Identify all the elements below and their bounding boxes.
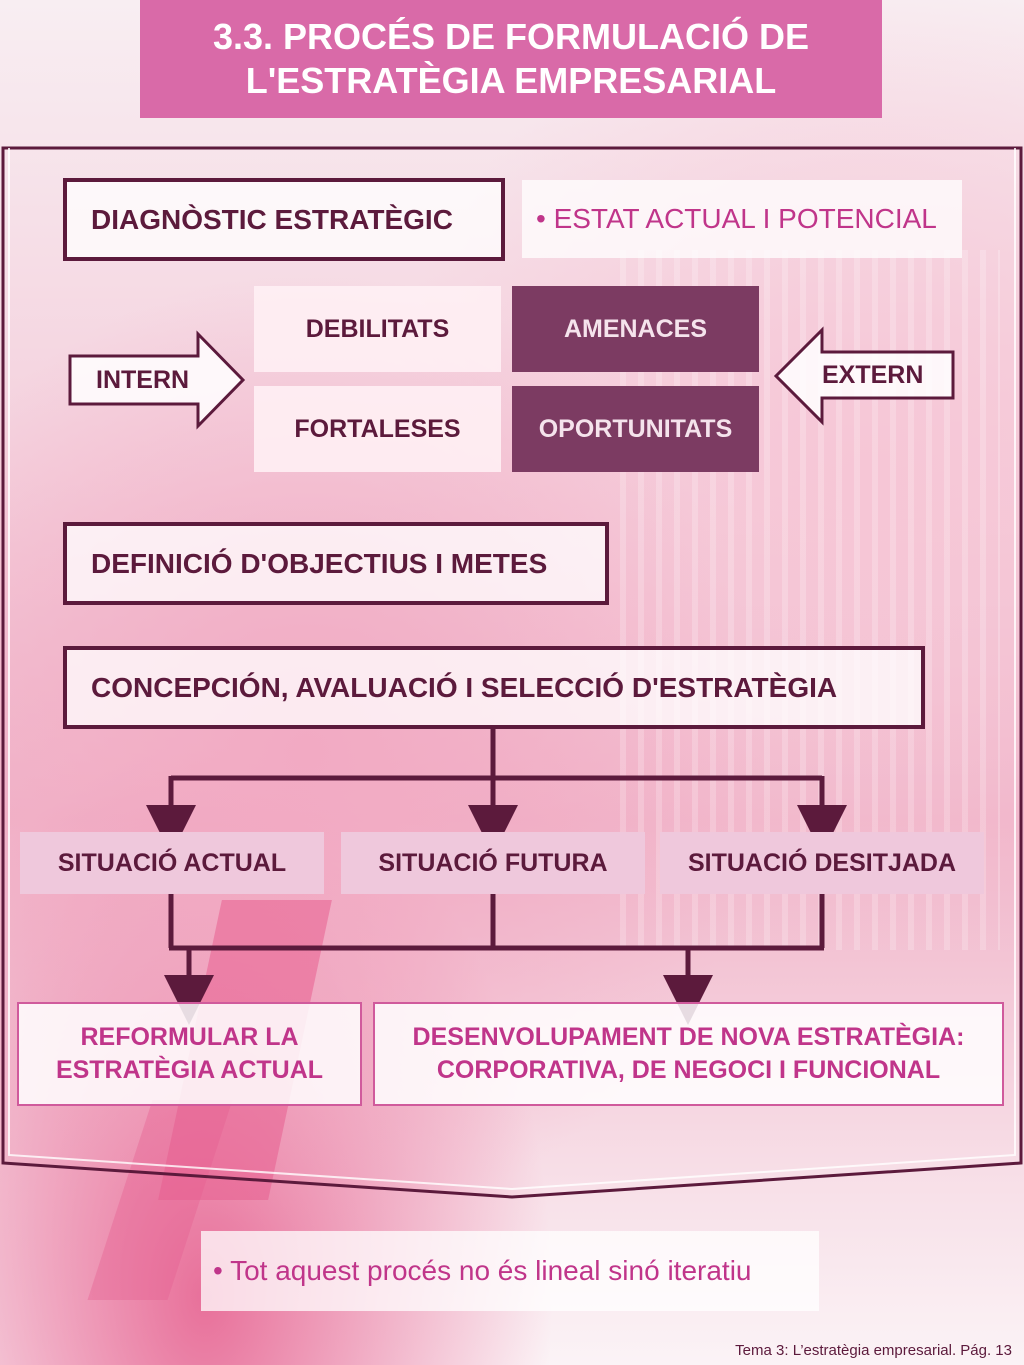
objectius-box: DEFINICIÓ D'OBJECTIUS I METES — [63, 522, 609, 605]
situacio-desitjada: SITUACIÓ DESITJADA — [660, 832, 984, 894]
iterative-note-text: • Tot aquest procés no és lineal sinó it… — [213, 1255, 752, 1286]
desenvolupament-line-2: CORPORATIVA, DE NEGOCI I FUNCIONAL — [436, 1056, 941, 1084]
slide-title: 3.3. PROCÉS DE FORMULACIÓ DE L'ESTRATÈGI… — [140, 0, 882, 118]
swot-debilitats: DEBILITATS — [254, 286, 501, 372]
situacio-actual: SITUACIÓ ACTUAL — [20, 832, 324, 894]
desenvolupament-box: DESENVOLUPAMENT DE NOVA ESTRATÈGIA: CORP… — [373, 1002, 1004, 1106]
title-line-2: L'ESTRATÈGIA EMPRESARIAL — [245, 60, 777, 101]
extern-label: EXTERN — [822, 361, 924, 389]
footer-page-info: Tema 3: L’estratègia empresarial. Pág. 1… — [735, 1342, 1012, 1359]
swot-oportunitats: OPORTUNITATS — [512, 386, 759, 472]
concepcion-box: CONCEPCIÓN, AVALUACIÓ I SELECCIÓ D'ESTRA… — [63, 646, 925, 729]
reformular-box: REFORMULAR LA ESTRATÈGIA ACTUAL — [17, 1002, 362, 1106]
situacio-futura: SITUACIÓ FUTURA — [341, 832, 645, 894]
concepcion-label: CONCEPCIÓN, AVALUACIÓ I SELECCIÓ D'ESTRA… — [91, 671, 838, 703]
diagnostic-label: DIAGNÒSTIC ESTRATÈGIC — [91, 203, 453, 235]
reformular-line-2: ESTRATÈGIA ACTUAL — [55, 1056, 324, 1084]
iterative-note: • Tot aquest procés no és lineal sinó it… — [201, 1231, 819, 1311]
intern-label: INTERN — [96, 366, 190, 394]
title-line-1: 3.3. PROCÉS DE FORMULACIÓ DE — [212, 16, 810, 57]
swot-amenaces: AMENACES — [512, 286, 759, 372]
diagnostic-note-text: • ESTAT ACTUAL I POTENCIAL — [536, 203, 937, 234]
desenvolupament-line-1: DESENVOLUPAMENT DE NOVA ESTRATÈGIA: — [412, 1023, 965, 1051]
objectius-label: DEFINICIÓ D'OBJECTIUS I METES — [91, 547, 548, 579]
diagram-frame — [1, 146, 1023, 1199]
diagnostic-box: DIAGNÒSTIC ESTRATÈGIC — [63, 178, 505, 261]
swot-fortaleses: FORTALESES — [254, 386, 501, 472]
diagnostic-note: • ESTAT ACTUAL I POTENCIAL — [522, 180, 962, 258]
reformular-line-1: REFORMULAR LA — [80, 1023, 299, 1051]
